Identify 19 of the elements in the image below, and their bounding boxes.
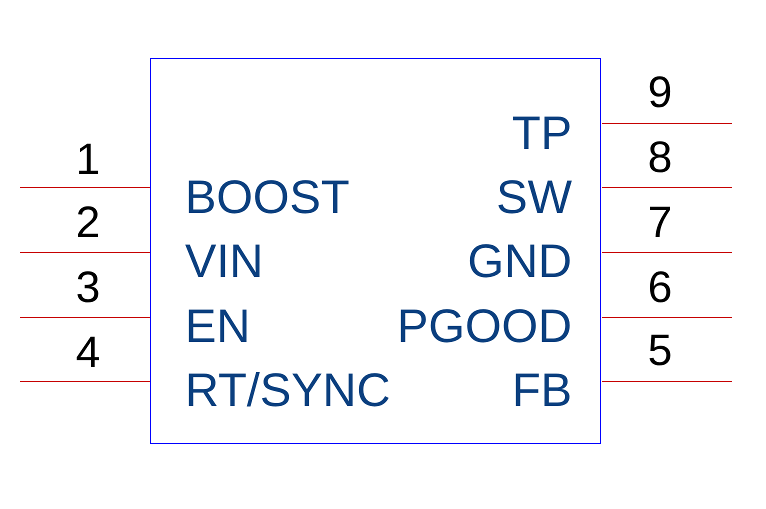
- pin-name: VIN: [185, 237, 264, 284]
- pin-number: 2: [74, 201, 102, 245]
- pin-name: BOOST: [185, 173, 350, 220]
- pin-name: SW: [496, 173, 572, 220]
- pin-number: 8: [646, 136, 674, 180]
- pin-number: 9: [646, 71, 674, 115]
- ic-body: [150, 58, 601, 444]
- pin-name: FB: [512, 366, 572, 413]
- pin-number: 3: [74, 266, 102, 310]
- pin-name: RT/SYNC: [185, 366, 390, 413]
- pin-number: 1: [74, 138, 102, 182]
- pin-name: PGOOD: [397, 302, 572, 349]
- pin-number: 4: [74, 331, 102, 375]
- pin-name: GND: [468, 237, 572, 284]
- pin-number: 5: [646, 329, 674, 373]
- pin-number: 6: [646, 266, 674, 310]
- pin-number: 7: [646, 201, 674, 245]
- pin-name: EN: [185, 302, 250, 349]
- pin-name: TP: [512, 109, 572, 156]
